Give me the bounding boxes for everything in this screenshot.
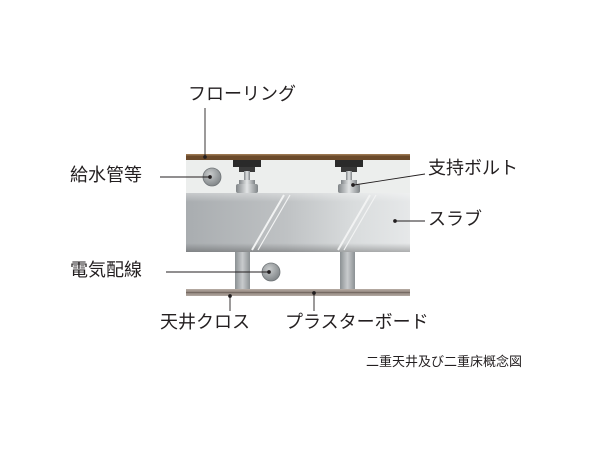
label-ceiling-cloth: 天井クロス [160,312,250,333]
floor-air-gap [186,160,410,193]
support-bolt-right [335,160,363,193]
flooring-board [186,154,410,160]
label-plasterboard: プラスターボード [285,312,429,333]
label-flooring: フローリング [188,84,296,105]
support-bolt-left [233,160,261,193]
label-electrical-wiring: 電気配線 [70,260,142,281]
slab [186,193,410,252]
leader-lines [160,108,426,311]
label-slab: スラブ [428,209,482,230]
flooring-highlight [186,154,410,156]
label-support-bolt: 支持ボルト [428,158,518,179]
hanger-post-right [340,252,355,289]
hanger-post-left [235,252,250,289]
label-water-pipes: 給水管等 [70,165,142,186]
diagram-caption: 二重天井及び二重床概念図 [366,355,523,370]
ceiling-board [186,289,410,296]
